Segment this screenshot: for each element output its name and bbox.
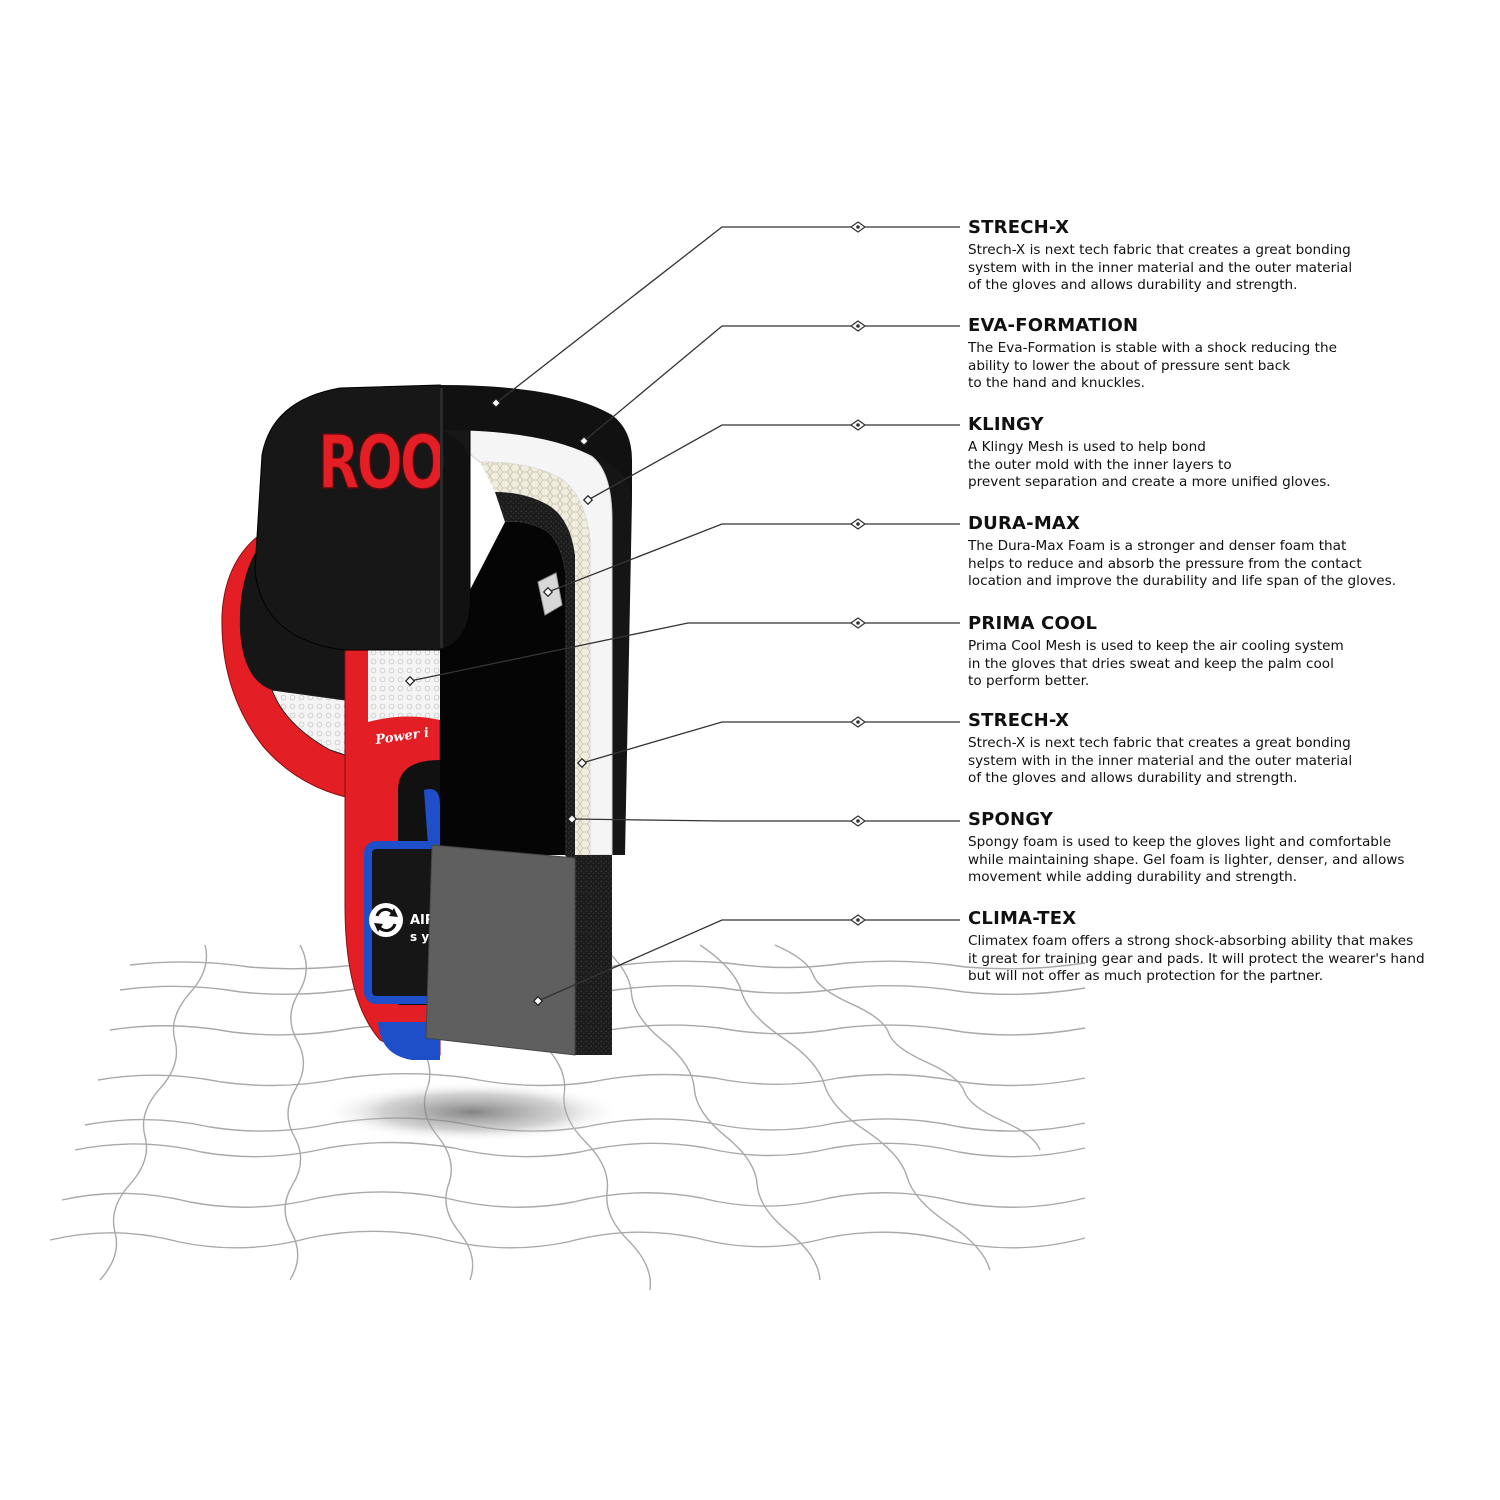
callout-description-line: in the gloves that dries sweat and keep … — [968, 655, 1334, 672]
callout-title: EVA-FORMATION — [968, 315, 1139, 336]
callout-5: PRIMA COOL Prima Cool Mesh is used to kee… — [968, 613, 1468, 691]
strap-label-line2: s y — [410, 930, 429, 944]
leader-endpoint-icon — [566, 813, 578, 825]
callout-description-line: the outer mold with the inner layers to — [968, 456, 1232, 473]
callout-description: Strech-X is next tech fabric that create… — [968, 242, 1468, 295]
callout-description: Climatex foam offers a strong shock-abso… — [968, 933, 1468, 986]
callout-description-line: system with in the inner material and th… — [968, 259, 1353, 276]
callout-title: DURA-MAX — [968, 513, 1081, 534]
callout-title: KLINGY — [968, 414, 1044, 435]
callout-description-line: Strech-X is next tech fabric that create… — [968, 735, 1351, 751]
callout-description-line: The Dura-Max Foam is a stronger and dens… — [968, 538, 1347, 554]
callout-title: PRIMA COOL — [968, 613, 1098, 634]
glove-side-mesh — [271, 689, 346, 756]
leader-line-8 — [532, 914, 960, 1007]
floor-grid-line — [74, 1141, 1086, 1158]
floor-grid-line — [99, 944, 208, 1281]
brand-logo: ROO — [318, 420, 444, 506]
floor-grid-line — [284, 944, 307, 1281]
callout-description-line: it great for training gear and pads. It … — [968, 950, 1425, 967]
callout-title: STRECH-X — [968, 710, 1070, 731]
callout-description: Prima Cool Mesh is used to keep the air … — [968, 638, 1468, 691]
glove-top-cover-right — [440, 385, 632, 650]
callout-description-line: of the gloves and allows durability and … — [968, 770, 1298, 786]
callout-description-line: location and improve the durability and … — [968, 573, 1397, 589]
callout-description-line: Spongy foam is used to keep the gloves l… — [968, 834, 1392, 850]
callout-7: SPONGY Spongy foam is used to keep the gl… — [968, 809, 1468, 887]
callout-description-line: A Klingy Mesh is used to help bond — [968, 439, 1206, 455]
floor-grid-line — [49, 1230, 1086, 1249]
callout-description: The Dura-Max Foam is a stronger and dens… — [968, 538, 1468, 591]
leader-lines — [404, 221, 960, 1007]
leader-endpoint-icon — [404, 675, 416, 687]
callout-description-line: to perform better. — [968, 673, 1090, 689]
callout-description-line: Strech-X is next tech fabric that create… — [968, 242, 1351, 258]
layer-spongy-foam — [565, 855, 612, 1055]
leader-endpoint-icon — [576, 757, 588, 769]
prima-cool-mesh-panel — [368, 648, 440, 722]
callout-description-line: prevent separation and create a more uni… — [968, 474, 1331, 490]
callout-title: CLIMA-TEX — [968, 908, 1077, 929]
callout-title: STRECH-X — [968, 217, 1070, 238]
callout-8: CLIMA-TEX Climatex foam offers a strong s… — [968, 908, 1468, 986]
callout-description-line: while maintaining shape. Gel foam is lig… — [968, 851, 1405, 868]
callout-6: STRECH-X Strech-X is next tech fabric tha… — [968, 710, 1468, 788]
callout-title: SPONGY — [968, 809, 1054, 830]
leader-line-1 — [490, 221, 960, 409]
leader-line-2 — [578, 320, 960, 447]
glove-shadow — [322, 1082, 622, 1142]
callout-description-line: movement while adding durability and str… — [968, 869, 1298, 885]
callout-3: KLINGY A Klingy Mesh is used to help bond… — [968, 414, 1468, 492]
layer-dura-max-foam — [495, 492, 575, 855]
callout-description-line: Climatex foam offers a strong shock-abso… — [968, 933, 1414, 949]
layer-clima-tex — [425, 844, 576, 1056]
callout-description: Strech-X is next tech fabric that create… — [968, 735, 1468, 788]
boxing-glove: Power i AIR C s y — [221, 384, 632, 1060]
callout-description-line: Prima Cool Mesh is used to keep the air … — [968, 638, 1344, 654]
callout-description-line: but will not offer as much protection fo… — [968, 968, 1324, 984]
callout-description: Spongy foam is used to keep the gloves l… — [968, 834, 1468, 887]
floor-grid-line — [599, 944, 821, 1281]
layer-klingy-mesh — [480, 462, 590, 855]
callout-description-line: ability to lower the about of pressure s… — [968, 357, 1291, 374]
leader-endpoint-icon — [532, 995, 544, 1007]
callout-description-line: of the gloves and allows durability and … — [968, 277, 1298, 293]
leader-endpoint-icon — [490, 397, 502, 409]
leader-line-5 — [404, 617, 960, 687]
floor-grid-line — [774, 944, 1041, 1151]
callout-4: DURA-MAX The Dura-Max Foam is a stronger … — [968, 513, 1468, 591]
layer-inner-cavity — [440, 521, 565, 855]
leader-line-6 — [576, 716, 960, 769]
leader-line-3 — [582, 419, 960, 506]
callout-1: STRECH-X Strech-X is next tech fabric tha… — [968, 217, 1468, 295]
leader-endpoint-icon — [578, 435, 590, 447]
floor-grid-line — [97, 1073, 1086, 1087]
callout-description-line: to the hand and knuckles. — [968, 375, 1145, 391]
floor-grid-line — [699, 944, 991, 1271]
strap-bottom-cuff — [378, 1022, 440, 1060]
leader-endpoint-icon — [542, 586, 554, 598]
callout-description: The Eva-Formation is stable with a shock… — [968, 340, 1468, 393]
leader-endpoint-icon — [582, 494, 594, 506]
strap-blue-piping — [424, 789, 440, 845]
leader-line-4 — [542, 518, 960, 598]
callout-description-line: The Eva-Formation is stable with a shock… — [968, 340, 1337, 356]
leader-line-7 — [566, 813, 960, 827]
callout-description-line: helps to reduce and absorb the pressure … — [968, 555, 1362, 572]
callout-2: EVA-FORMATION The Eva-Formation is stable… — [968, 315, 1468, 393]
callout-description-line: system with in the inner material and th… — [968, 752, 1353, 769]
floor-grid-line — [61, 1191, 1086, 1208]
